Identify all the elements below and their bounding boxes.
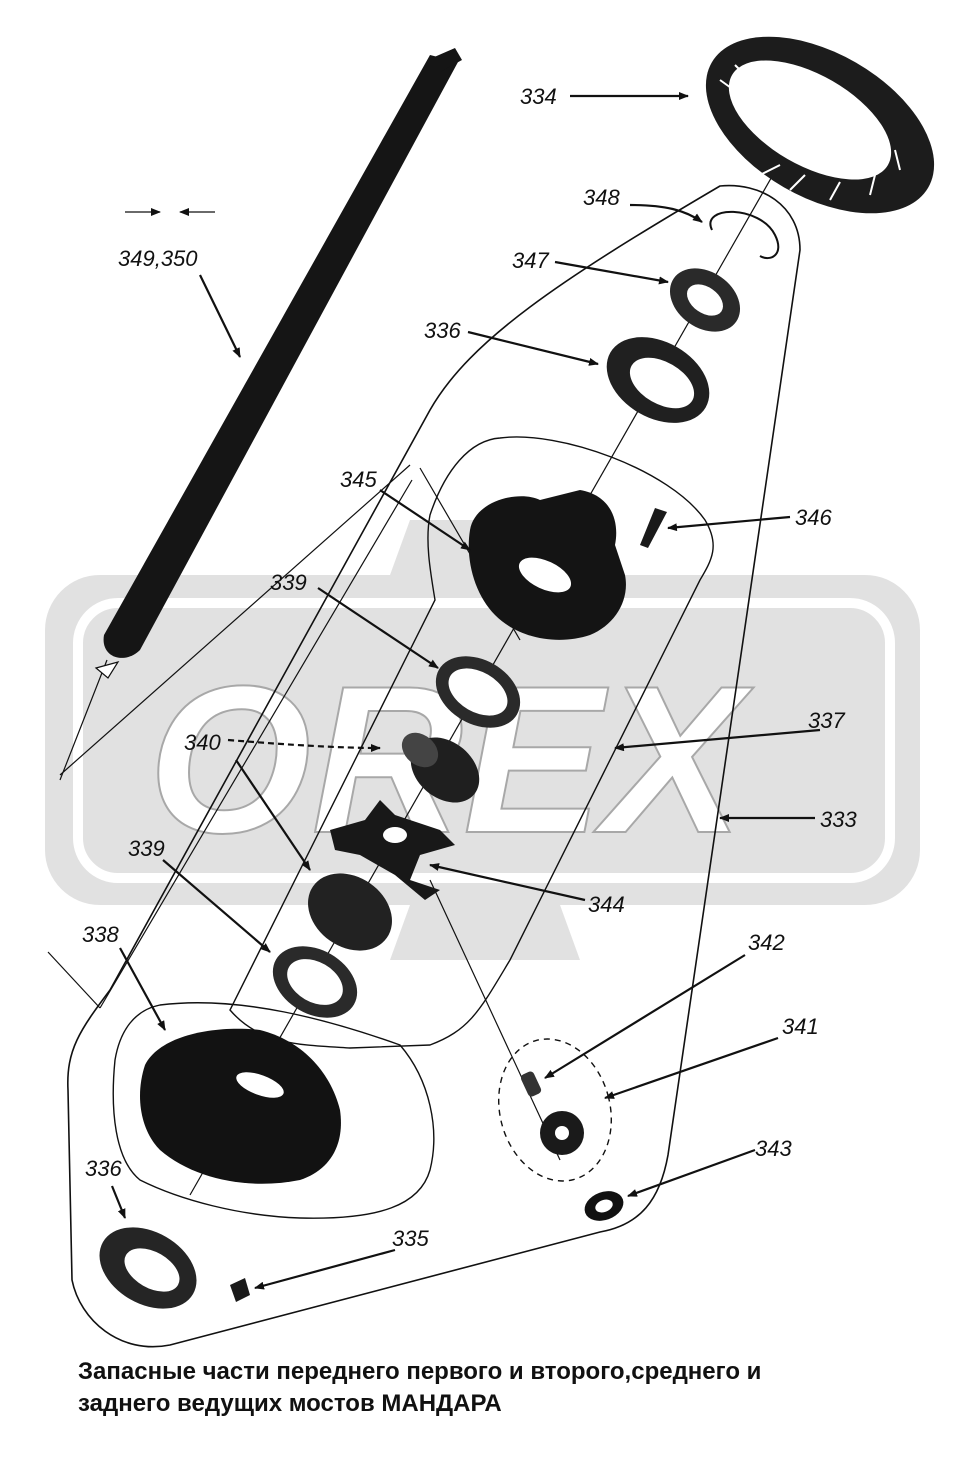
housing-outline-333 bbox=[67, 184, 801, 1348]
watermark-logo: ORЕX bbox=[45, 520, 920, 960]
spider-cross-344 bbox=[330, 800, 455, 900]
label-339-lower: 339 bbox=[128, 836, 165, 861]
label-342: 342 bbox=[748, 930, 785, 955]
ring-gear-334 bbox=[705, 36, 935, 214]
pinion-group-outline bbox=[498, 1038, 612, 1182]
bearing-347 bbox=[669, 268, 741, 332]
label-345: 345 bbox=[340, 467, 377, 492]
diff-case-338 bbox=[140, 1028, 341, 1184]
part-labels: 334 348 349,350 347 336 345 346 339 337 … bbox=[82, 84, 857, 1251]
bearing-336-lower bbox=[99, 1227, 197, 1309]
caption-line-2: заднего ведущих мостов МАНДАРА bbox=[78, 1390, 502, 1417]
caption: Запасные части переднего первого и второ… bbox=[78, 1356, 958, 1420]
bearing-336-upper bbox=[606, 337, 710, 423]
caption-line-1: Запасные части переднего первого и второ… bbox=[78, 1358, 762, 1385]
label-349-350: 349,350 bbox=[118, 246, 198, 271]
label-333: 333 bbox=[820, 807, 857, 832]
side-gear-339 bbox=[308, 873, 392, 951]
label-346: 346 bbox=[795, 505, 832, 530]
label-340: 340 bbox=[184, 730, 221, 755]
label-335: 335 bbox=[392, 1226, 429, 1251]
label-341: 341 bbox=[782, 1014, 819, 1039]
washer-343 bbox=[584, 1191, 624, 1221]
leader-arrows bbox=[110, 92, 821, 1290]
bolt-346 bbox=[640, 508, 667, 548]
axle-shaft-349-350 bbox=[94, 48, 462, 679]
pin-342 bbox=[520, 1071, 542, 1097]
diff-case-345 bbox=[468, 490, 626, 640]
inner-outline bbox=[229, 436, 714, 1049]
thrust-washer-339-lower bbox=[272, 946, 358, 1018]
lower-outline bbox=[112, 1002, 435, 1219]
label-336-lower: 336 bbox=[85, 1156, 122, 1181]
side-gear-337 bbox=[401, 732, 480, 803]
label-339-upper: 339 bbox=[270, 570, 307, 595]
pinion-341 bbox=[540, 1111, 584, 1155]
snap-ring-348 bbox=[709, 210, 780, 260]
label-344: 344 bbox=[588, 892, 625, 917]
label-336-upper: 336 bbox=[424, 318, 461, 343]
label-347: 347 bbox=[512, 248, 549, 273]
label-338: 338 bbox=[82, 922, 119, 947]
thrust-washer-339-upper bbox=[435, 656, 521, 728]
bolt-335 bbox=[230, 1278, 250, 1302]
label-337: 337 bbox=[808, 708, 845, 733]
label-348: 348 bbox=[583, 185, 620, 210]
label-334: 334 bbox=[520, 84, 557, 109]
parts-diagram: ORЕX bbox=[45, 36, 935, 1348]
watermark-text: ORЕX bbox=[148, 642, 754, 877]
label-343: 343 bbox=[755, 1136, 792, 1161]
